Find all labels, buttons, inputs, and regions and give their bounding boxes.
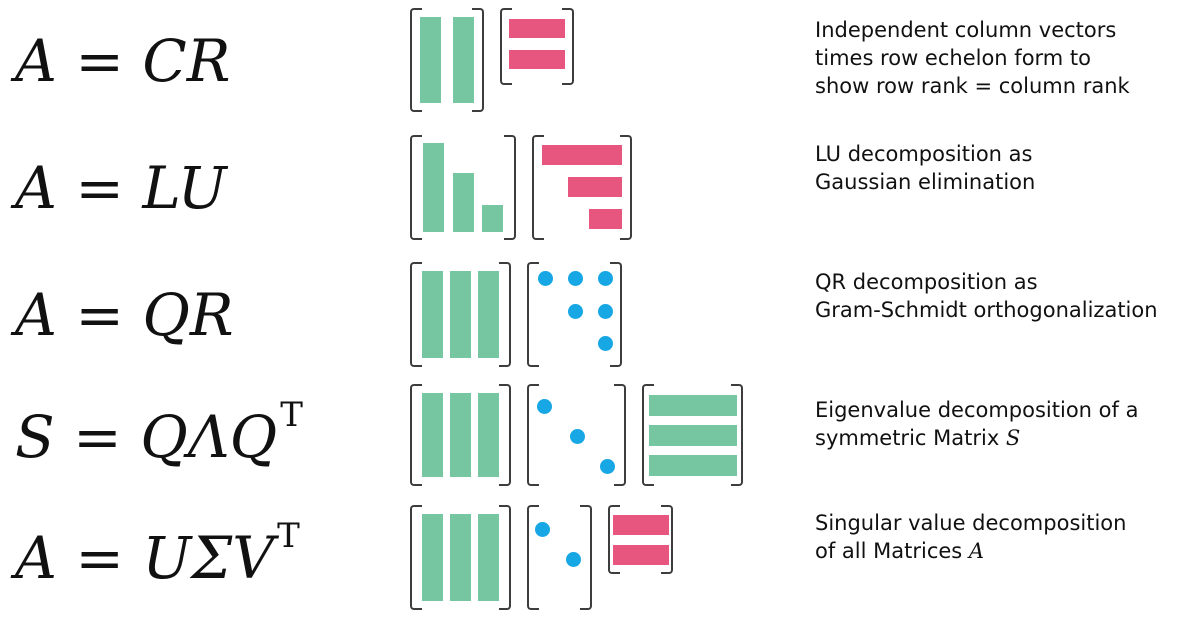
matrix-L xyxy=(410,135,516,240)
factorization-row-eigen: S = QΛQ T Eigenvalue decomposition of a … xyxy=(0,384,1199,494)
formula-a-equals-qr: A = QR xyxy=(15,262,400,367)
column-vector-bar xyxy=(482,205,503,232)
formula-superscript: T xyxy=(277,515,300,556)
formula-main: A = UΣV xyxy=(15,523,275,592)
column-vector-bar xyxy=(422,514,443,601)
factorization-row-lu: A = LU LU decomposition as Gaussian elim… xyxy=(0,135,1199,245)
matrix-V-transpose xyxy=(608,505,673,574)
description-lu: LU decomposition as Gaussian elimination xyxy=(815,140,1195,196)
row-vector-bar xyxy=(589,209,622,229)
description-line: Eigenvalue decomposition of a xyxy=(815,398,1139,422)
matrix-Q xyxy=(410,384,511,486)
description-line: times row echelon form to xyxy=(815,46,1092,70)
column-vector-bar xyxy=(422,393,443,477)
matrix-U xyxy=(410,505,511,610)
matrix-C xyxy=(410,8,484,112)
column-vector-bar xyxy=(420,17,441,103)
column-vector-bar xyxy=(423,143,444,232)
factorization-row-cr: A = CR Independent column vectors times … xyxy=(0,8,1199,118)
matrix-R xyxy=(500,8,574,85)
row-vector-bar xyxy=(542,145,622,165)
column-vector-bar xyxy=(453,17,474,103)
description-line: Gram-Schmidt orthogonalization xyxy=(815,298,1158,322)
matrix-entry-dot xyxy=(597,335,613,351)
row-vector-bar xyxy=(509,50,565,69)
formula-superscript: T xyxy=(280,394,303,435)
description-line: LU decomposition as xyxy=(815,142,1033,166)
column-vector-bar xyxy=(450,393,471,477)
formula-main: S = QΛQ xyxy=(15,402,278,471)
factorization-row-svd: A = UΣV T Singular value decomposition o… xyxy=(0,505,1199,615)
matrix-entry-dot xyxy=(565,551,581,567)
column-vector-bar xyxy=(422,271,443,358)
formula-main: A = CR xyxy=(15,26,231,95)
row-vector-bar xyxy=(648,425,737,446)
formula-a-equals-u-sigma-vt: A = UΣV T xyxy=(15,505,400,610)
description-qr: QR decomposition as Gram-Schmidt orthogo… xyxy=(815,268,1195,324)
matrix-Q xyxy=(410,262,511,367)
matrix-visualization-lu xyxy=(410,135,632,240)
matrix-entry-dot xyxy=(536,398,552,414)
row-vector-bar xyxy=(648,455,737,476)
matrix-entry-dot xyxy=(567,270,583,286)
column-vector-bar xyxy=(450,271,471,358)
description-line: show row rank = column rank xyxy=(815,74,1130,98)
formula-s-equals-q-lambda-qt: S = QΛQ T xyxy=(15,384,400,489)
column-vector-bar xyxy=(452,173,474,232)
description-line: QR decomposition as xyxy=(815,270,1038,294)
formula-a-equals-cr: A = CR xyxy=(15,8,400,113)
matrix-visualization-svd xyxy=(410,505,673,610)
matrix-Lambda xyxy=(527,384,626,486)
matrix-entry-dot xyxy=(537,270,553,286)
formula-a-equals-lu: A = LU xyxy=(15,135,400,240)
matrix-entry-dot xyxy=(599,458,615,474)
matrix-entry-dot xyxy=(569,428,585,444)
matrix-entry-dot xyxy=(567,303,583,319)
description-line: symmetric Matrix S xyxy=(815,426,1021,450)
matrix-visualization-eigen xyxy=(410,384,743,486)
matrix-entry-dot xyxy=(597,303,613,319)
factorization-row-qr: A = QR QR decomposition as Gram-Schmidt … xyxy=(0,262,1199,372)
formula-main: A = LU xyxy=(15,153,227,222)
column-vector-bar xyxy=(478,514,499,601)
column-vector-bar xyxy=(478,393,499,477)
description-svd: Singular value decomposition of all Matr… xyxy=(815,509,1195,565)
matrix-entry-dot xyxy=(534,521,550,537)
matrix-symbol-s: S xyxy=(1005,426,1021,450)
matrix-visualization-qr xyxy=(410,262,622,367)
row-vector-bar xyxy=(648,395,737,416)
matrix-symbol-a: A xyxy=(968,539,985,563)
description-line: Singular value decomposition xyxy=(815,511,1127,535)
description-line: Gaussian elimination xyxy=(815,170,1036,194)
column-vector-bar xyxy=(450,514,471,601)
description-cr: Independent column vectors times row ech… xyxy=(815,16,1195,100)
row-vector-bar xyxy=(612,515,669,535)
matrix-Q-transpose xyxy=(642,384,743,486)
matrix-visualization-cr xyxy=(410,8,574,112)
description-line: of all Matrices A xyxy=(815,539,985,563)
matrix-U xyxy=(532,135,632,240)
column-vector-bar xyxy=(478,271,499,358)
row-vector-bar xyxy=(612,545,669,565)
matrix-entry-dot xyxy=(597,270,613,286)
row-vector-bar xyxy=(509,19,565,38)
matrix-R xyxy=(527,262,622,367)
description-eigen: Eigenvalue decomposition of a symmetric … xyxy=(815,396,1195,452)
matrix-Sigma xyxy=(527,505,592,610)
description-line: Independent column vectors xyxy=(815,18,1117,42)
formula-main: A = QR xyxy=(15,280,234,349)
row-vector-bar xyxy=(567,177,622,197)
